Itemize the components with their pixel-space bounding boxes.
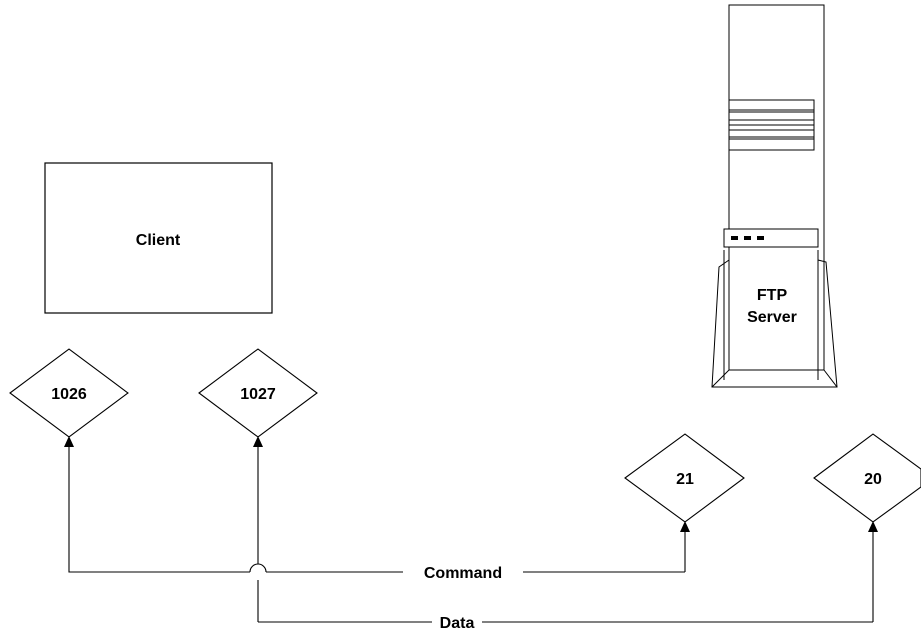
arrowhead xyxy=(868,521,878,532)
command-label: Command xyxy=(424,565,502,582)
port-1026: 1026 xyxy=(9,348,129,438)
port-21-label: 21 xyxy=(676,471,694,488)
port-1026-label: 1026 xyxy=(51,386,87,403)
port-21: 21 xyxy=(624,433,745,523)
port-20: 20 xyxy=(813,433,921,523)
port-20-label: 20 xyxy=(864,471,882,488)
server-indicator-light xyxy=(757,236,764,240)
command-connection: Command xyxy=(64,436,690,582)
server-front-panel xyxy=(723,228,819,248)
server-base xyxy=(711,259,838,388)
client-box: Client xyxy=(44,162,273,314)
data-connection: Data xyxy=(253,436,878,632)
server-label-line2: Server xyxy=(747,309,797,326)
port-1027-label: 1027 xyxy=(240,386,276,403)
server-body xyxy=(728,4,825,371)
data-label: Data xyxy=(440,615,475,632)
arrowhead xyxy=(64,436,74,447)
server-indicator-light xyxy=(744,236,751,240)
port-1027: 1027 xyxy=(198,348,318,438)
server-label-line1: FTP xyxy=(757,287,788,304)
arrowhead xyxy=(253,436,263,447)
server-indicator-light xyxy=(731,236,738,240)
arrowhead xyxy=(680,521,690,532)
client-label: Client xyxy=(136,232,181,249)
ftp-server-tower: FTP Server xyxy=(711,4,838,388)
